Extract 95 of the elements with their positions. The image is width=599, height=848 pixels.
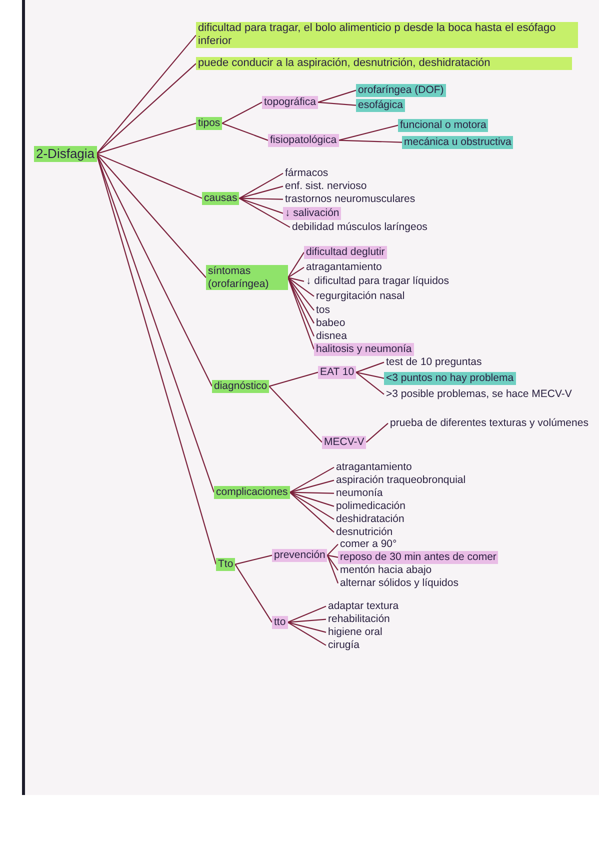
branch-line [288,252,304,278]
branch-line [338,124,398,141]
branch-line [239,186,284,199]
branch-line [290,492,334,520]
branch-line [290,492,334,507]
highlighted-text: MECV-V [322,436,366,449]
branch-line [239,198,284,214]
highlighted-text: 2-Disfagia [34,146,97,162]
highlighted-text: puede conducir a la aspiración, desnutrición, deshidratación [196,57,572,70]
branch-text: ↓ dificultad para tragar líquidos [304,275,451,288]
branch-line [96,153,206,278]
branch-line [318,102,356,106]
highlighted-text: tto [272,616,288,629]
branch-text: neumonía [334,487,385,500]
branch-text: adaptar textura [326,600,401,613]
branch-text: >3 posible problemas, se hace MECV-V [384,388,598,401]
branch-text: regurgitación nasal [314,290,407,303]
branch-text: trastornos neuromusculares [283,193,418,206]
branch-line [288,618,326,623]
branch-text: prueba de diferentes texturas y volúmenes [388,417,592,430]
branch-text: higiene oral [326,626,384,639]
highlighted-text: fisiopatológica [268,134,339,147]
branch-text: alternar sólidos y líquidos [338,577,460,590]
branch-line [326,554,338,571]
branch-text: debilidad músculos laríngeos [290,221,430,234]
highlighted-text: causas [202,192,240,205]
branch-text: tos [314,304,332,317]
branch-line [326,544,338,556]
branch-text: cirugía [326,639,362,652]
branch-line [356,372,384,395]
branch-line [96,34,196,154]
branch-line [235,554,272,565]
branch-line [366,422,388,443]
highlighted-text: diagnóstico [212,380,270,393]
branch-line [288,266,304,278]
branch-line [287,622,326,646]
branch-line [327,554,338,558]
branch-text: disnea [314,330,349,343]
branch-text: mentón hacia abajo [338,564,434,577]
branch-line [290,492,334,494]
highlighted-text: reposo de 30 min antes de comer [338,551,498,564]
highlighted-text: mecánica u obstructiva [402,136,514,149]
branch-line [289,492,334,533]
branch-line [288,277,304,282]
highlighted-text: complicaciones [214,486,290,499]
branch-line [268,386,322,443]
branch-line [96,153,202,199]
branch-line [96,122,196,154]
branch-line [288,622,326,633]
branch-text: test de 10 preguntas [384,356,484,369]
highlighted-text: Tto [216,558,236,571]
branch-text: desnutrición [334,526,395,539]
branch-line [222,102,262,124]
branch-line [318,90,356,103]
branch-text: deshidratación [334,513,406,526]
branch-line [288,277,314,337]
branch-line [96,63,196,154]
branch-line [239,198,284,200]
branch-line [288,277,314,297]
highlighted-text: esofágica [356,99,405,112]
branch-text: fármacos [283,167,330,180]
branch-line [268,372,318,387]
branch-text: atragantamiento [304,261,384,274]
branch-text: babeo [314,317,348,330]
branch-line [288,277,314,311]
branch-text: rehabilitación [326,613,392,626]
branch-line [356,372,384,379]
highlighted-text: topográfica [262,96,318,109]
highlighted-text: prevención [272,549,328,562]
highlighted-text: EAT 10 [318,366,356,379]
branch-line [222,122,268,141]
branch-line [356,362,384,373]
highlighted-text: síntomas (orofaríngea) [206,265,288,290]
highlighted-text: orofaríngea (DOF) [356,84,446,97]
highlighted-text: ↓ salivación [283,207,342,220]
branch-text: polimedicación [334,500,408,513]
branch-text: atragantamiento [334,461,414,474]
branch-line [234,564,272,623]
highlighted-text: dificultad para tragar, el bolo alimenticio p desde la boca hasta el esófago inferior [196,22,578,48]
branch-text: aspiración traqueobronquial [334,474,468,487]
branch-line [326,555,339,584]
highlighted-text: <3 puntos no hay problema [384,372,516,385]
highlighted-text: halitosis y neumonía [314,343,414,356]
branch-line [290,480,334,493]
highlighted-text: tipos [196,117,222,130]
highlighted-text: dificultad deglutir [304,246,387,259]
branch-line [287,606,326,623]
branch-text: comer a 90° [338,538,399,551]
branch-line [290,466,334,493]
highlighted-text: funcional o motora [398,119,488,132]
branch-line [338,140,402,143]
branch-line [239,198,290,228]
branch-text: enf. sist. nervioso [283,180,369,193]
branch-line [239,172,284,199]
branch-line [96,154,212,387]
